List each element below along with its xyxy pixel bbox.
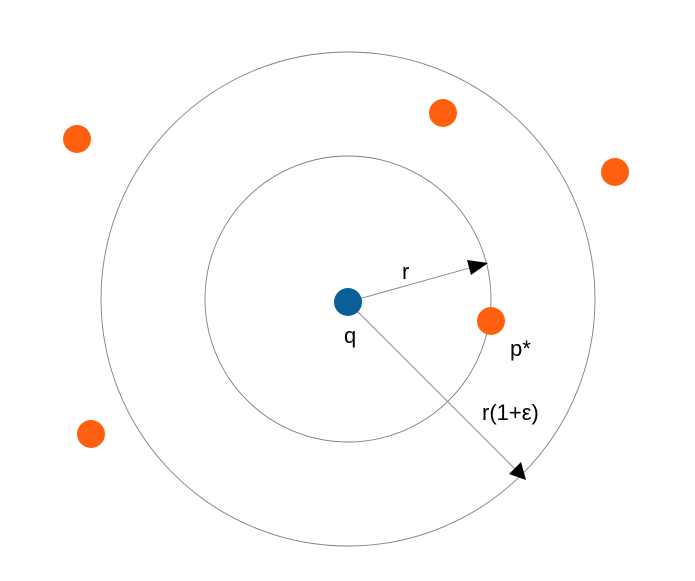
inner-circle [204, 155, 492, 443]
data-point [601, 158, 629, 186]
data-point [63, 125, 91, 153]
inner-radius-label: r [402, 259, 409, 284]
nearest-point [477, 307, 505, 335]
outer-radius-arrow-line [347, 301, 517, 471]
inner-radius-arrow-head [467, 260, 488, 275]
inner-radius-arrow-line [347, 266, 474, 303]
outer-radius-arrow-head [509, 462, 526, 480]
data-point [77, 420, 105, 448]
nearest-point-label: p* [510, 336, 531, 361]
outer-radius-label: r(1+ε) [482, 400, 539, 425]
query-point-label: q [344, 323, 356, 348]
query-point [334, 288, 362, 316]
data-point [429, 99, 457, 127]
outer-circle [100, 51, 596, 547]
